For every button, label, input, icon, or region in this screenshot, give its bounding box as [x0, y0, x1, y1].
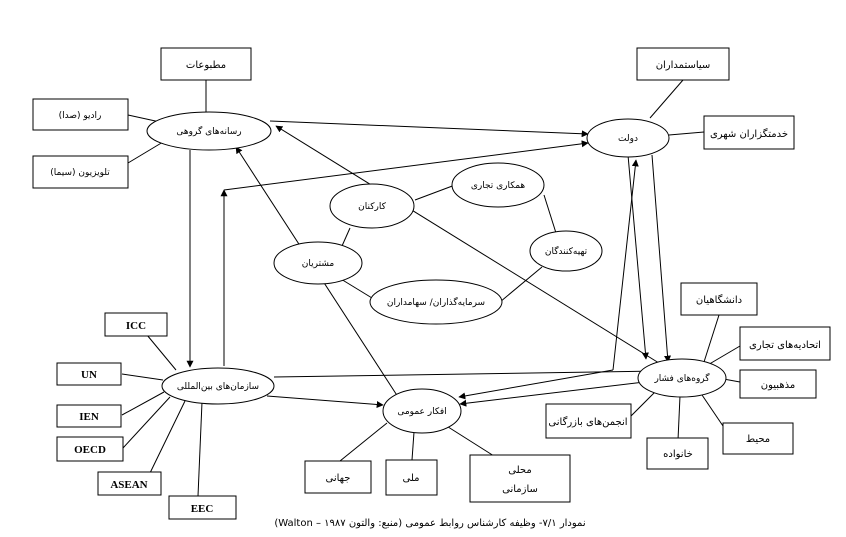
node-international-orgs: سازمان‌های بین‌المللی — [161, 367, 275, 405]
box-local-organizational: محلی سازمانی — [469, 454, 571, 503]
box-press-label: مطبوعات — [186, 60, 226, 71]
box-un: UN — [56, 362, 122, 386]
node-public-opinion: افکار عمومی — [382, 388, 462, 434]
box-environment: محیط — [722, 422, 794, 455]
box-oecd: OECD — [56, 436, 124, 462]
box-global-label: جهانی — [326, 473, 351, 484]
box-business-assoc-label: انجمن‌های بازرگانی — [548, 416, 627, 428]
box-politicians: سیاستمداران — [636, 47, 730, 81]
box-eec-label: EEC — [191, 503, 214, 515]
box-politicians-label: سیاستمداران — [656, 60, 711, 71]
node-customers: مشتریان — [273, 241, 363, 285]
box-national: ملی — [385, 459, 438, 496]
box-environment-label: محیط — [746, 434, 770, 445]
node-international-orgs-label: سازمان‌های بین‌المللی — [177, 382, 259, 392]
box-civil-servants-label: خدمتگزاران شهری — [710, 128, 788, 140]
box-asean: ASEAN — [97, 471, 162, 496]
node-employees: کارکنان — [329, 183, 415, 229]
node-government: دولت — [586, 118, 670, 158]
box-oecd-label: OECD — [74, 444, 106, 456]
node-pressure-groups-label: گروه‌های فشار — [653, 372, 710, 384]
box-trade-unions: اتحادیه‌های تجاری — [739, 326, 831, 361]
box-radio: رادیو (صدا) — [32, 98, 129, 131]
box-icc: ICC — [104, 312, 168, 337]
node-pressure-groups: گروه‌های فشار — [637, 358, 727, 398]
label-boxes: مطبوعات رادیو (صدا) تلویزیون (سیما) سیاس… — [32, 47, 831, 520]
node-public-opinion-label: افکار عمومی — [397, 407, 446, 417]
node-employees-label: کارکنان — [358, 202, 386, 212]
box-family-label: خانواده — [663, 449, 693, 460]
box-religious-label: مذهبیون — [761, 380, 795, 391]
box-civil-servants: خدمتگزاران شهری — [703, 115, 795, 150]
box-un-label: UN — [81, 369, 97, 381]
box-eec: EEC — [168, 495, 237, 520]
box-universities-label: دانشگاهیان — [696, 294, 742, 306]
node-government-label: دولت — [618, 134, 638, 144]
node-suppliers: تهیه‌کنندگان — [529, 230, 603, 272]
node-shareholders-label: سرمایه‌گذاران/ سهامداران — [387, 296, 485, 308]
figure-caption: نمودار ۷/۱- وظیفه کارشناس روابط عمومی (م… — [274, 518, 585, 529]
node-ellipses: رسانه‌های گروهی دولت سازمان‌های بین‌المل… — [146, 111, 727, 434]
node-shareholders: سرمایه‌گذاران/ سهامداران — [369, 279, 503, 325]
node-mass-media: رسانه‌های گروهی — [146, 111, 272, 151]
box-universities: دانشگاهیان — [680, 282, 758, 316]
arrows — [186, 120, 672, 409]
box-ien-label: IEN — [79, 411, 99, 423]
box-trade-unions-label: اتحادیه‌های تجاری — [749, 340, 821, 351]
box-organizational-label: سازمانی — [502, 484, 538, 495]
box-global: جهانی — [304, 460, 372, 494]
box-business-assoc: انجمن‌های بازرگانی — [545, 403, 632, 439]
box-national-label: ملی — [402, 473, 419, 484]
node-customers-label: مشتریان — [302, 259, 335, 269]
node-mass-media-label: رسانه‌های گروهی — [176, 125, 241, 137]
box-press: مطبوعات — [160, 47, 252, 81]
box-ien: IEN — [56, 404, 122, 428]
box-radio-label: رادیو (صدا) — [59, 111, 102, 121]
box-local-label: محلی — [508, 465, 531, 476]
box-family: خانواده — [646, 437, 709, 470]
node-business-partners: همکاری تجاری — [451, 162, 545, 208]
box-television-label: تلویزیون (سیما) — [50, 168, 110, 178]
box-religious: مذهبیون — [739, 369, 817, 399]
node-suppliers-label: تهیه‌کنندگان — [545, 245, 588, 257]
box-asean-label: ASEAN — [110, 479, 147, 491]
box-icc-label: ICC — [126, 320, 146, 332]
box-television: تلویزیون (سیما) — [32, 155, 129, 189]
node-business-partners-label: همکاری تجاری — [471, 181, 526, 191]
